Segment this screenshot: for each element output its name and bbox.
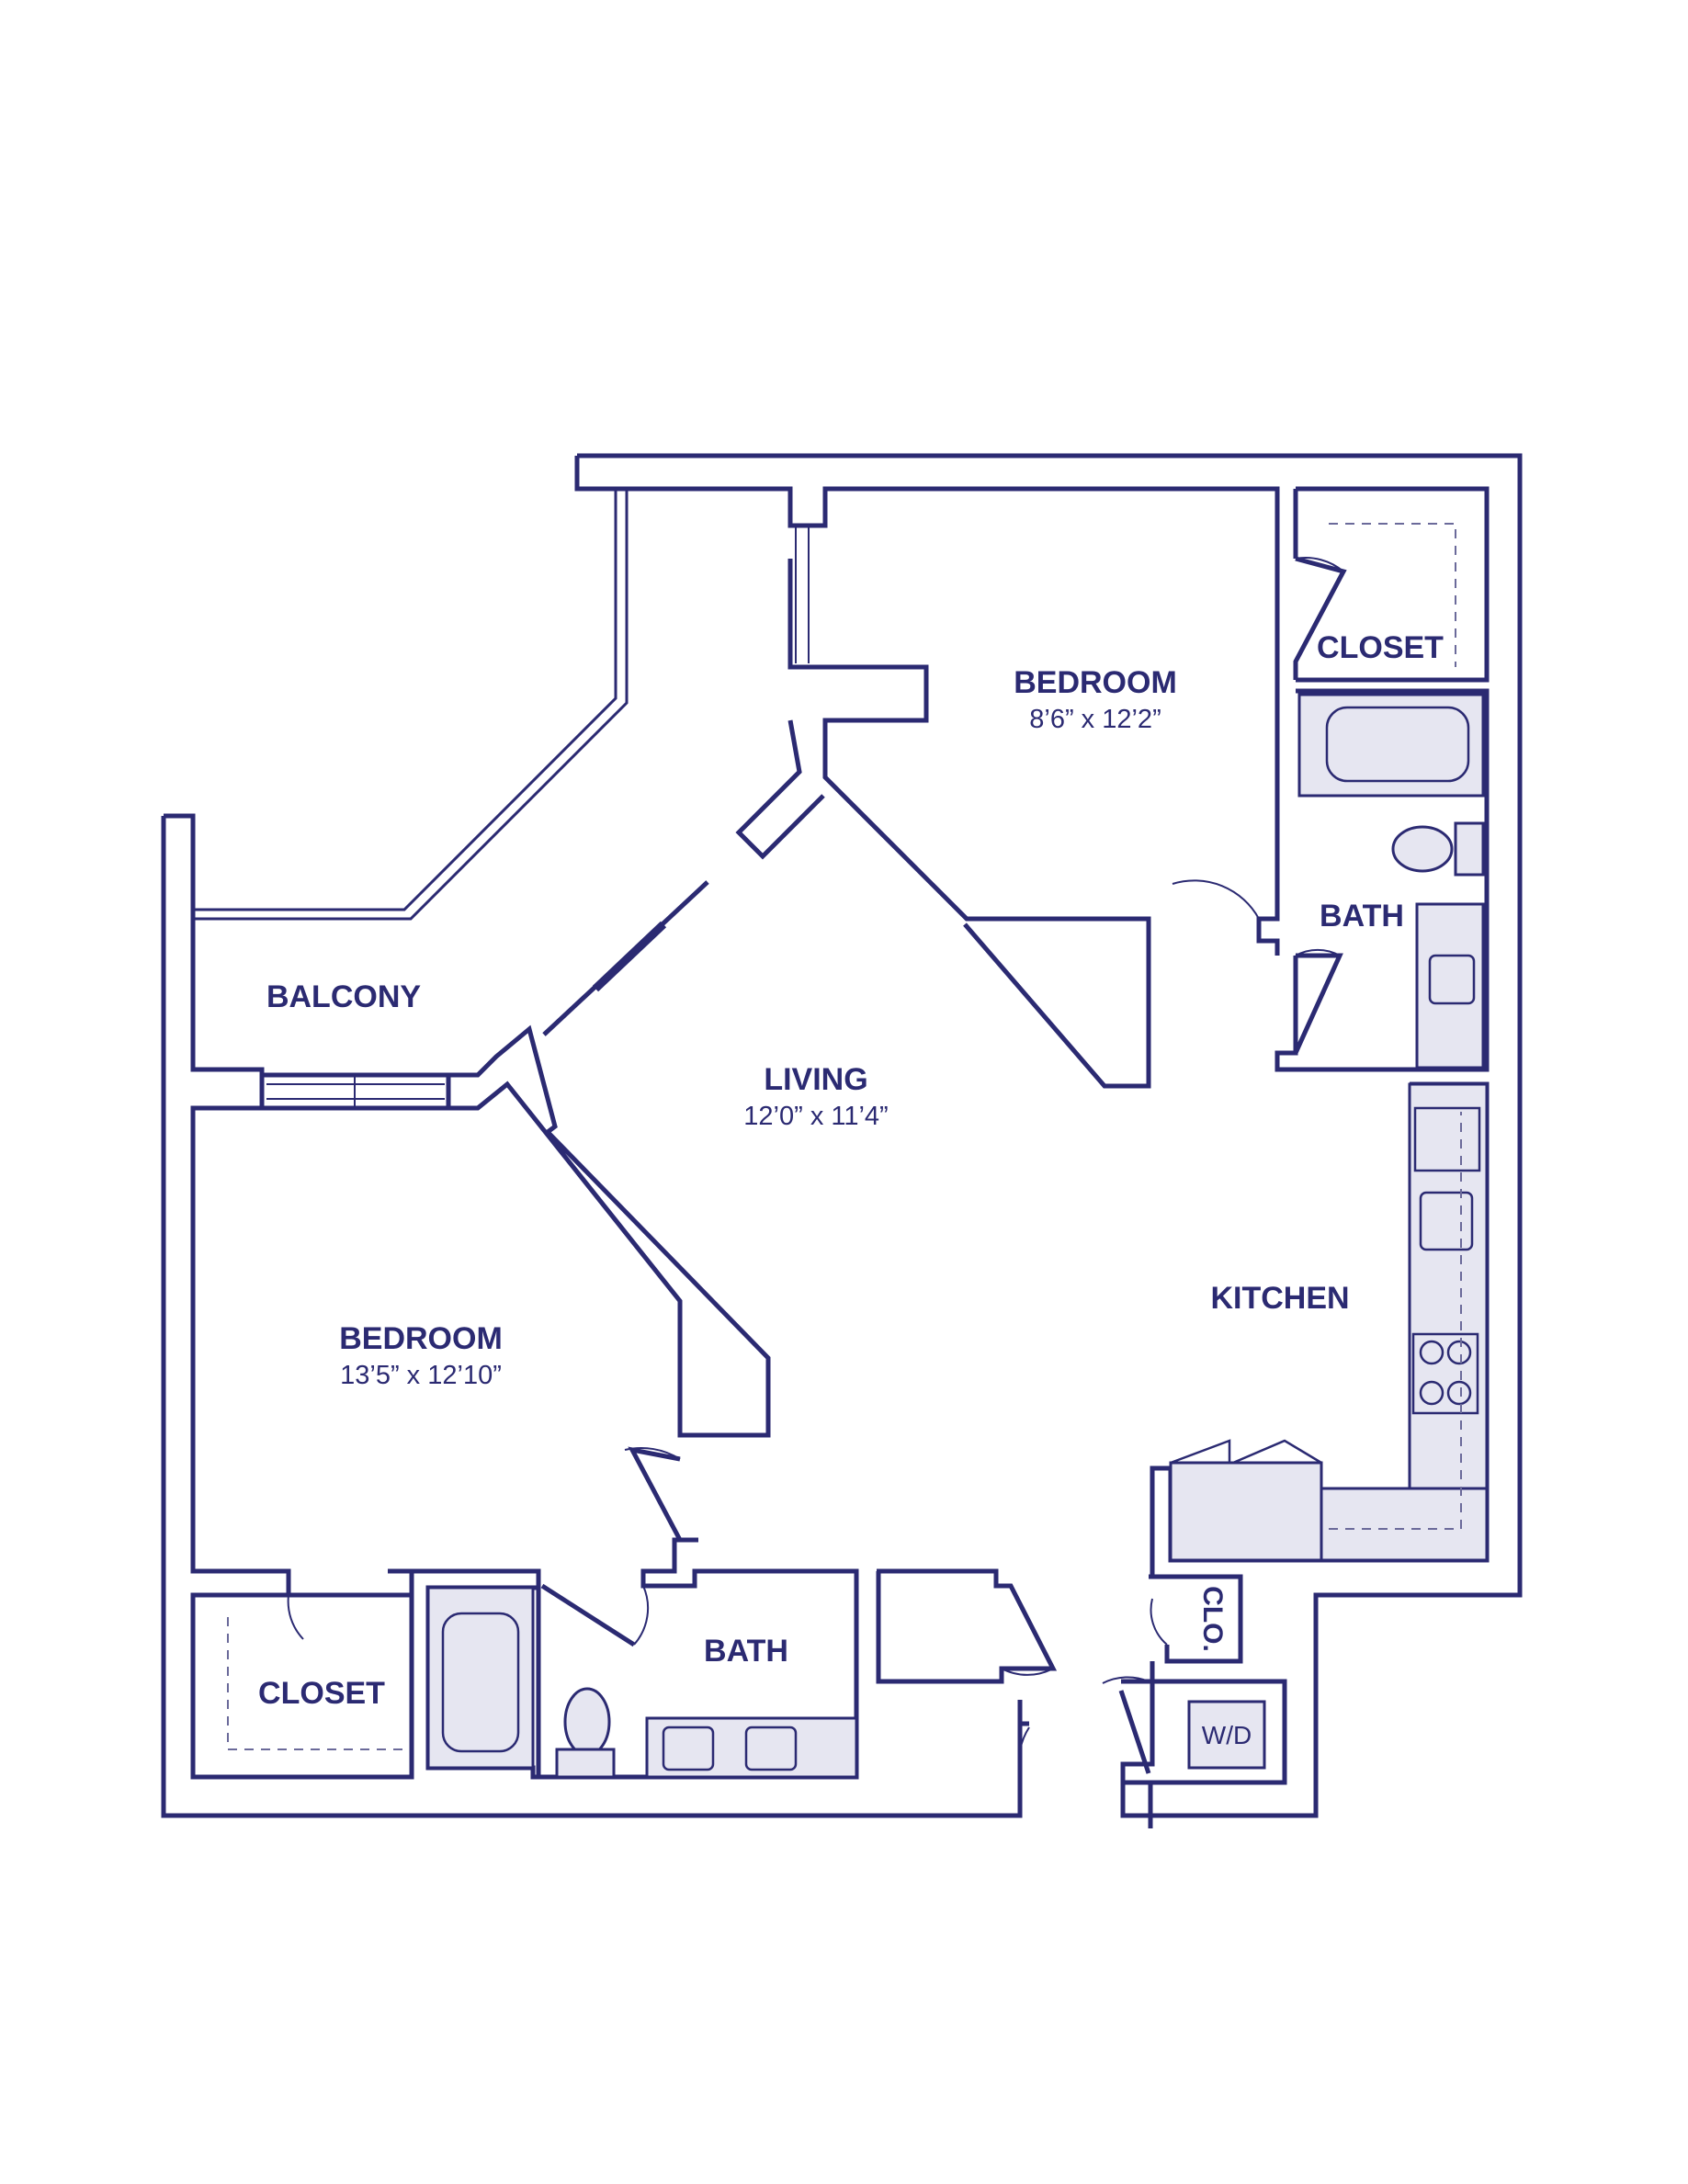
- wall-pier-stub: [735, 719, 825, 860]
- door-swing-wd: [1102, 1676, 1150, 1684]
- balcony-glass: [266, 1075, 445, 1108]
- bedroom-top-dims: 8’6” x 12’2”: [1029, 705, 1161, 734]
- kitchen-counter-vertical: [1408, 1082, 1489, 1562]
- closet-shelves: [227, 523, 1462, 1750]
- sink-top: [1428, 954, 1476, 1005]
- wall-bath-top-lower: [1293, 953, 1343, 1055]
- kitchen-name: KITCHEN: [1210, 1281, 1349, 1316]
- closet-top-shelf: [1329, 523, 1456, 667]
- kitchen-counter-line: [1329, 1112, 1462, 1530]
- burner-2: [1446, 1340, 1472, 1365]
- toilet-bottom: [563, 1687, 611, 1757]
- wall-wd: [1118, 1679, 1287, 1785]
- door-swing-hall-closet: [1001, 1668, 1054, 1676]
- bathtub-top: [1297, 693, 1485, 798]
- bathtub-bottom-inner: [441, 1612, 520, 1753]
- door-swing-bedroom-left: [624, 1447, 681, 1460]
- toilet-top-tank: [1454, 821, 1485, 877]
- toilet-bottom-tank: [555, 1748, 616, 1779]
- balcony-name: BALCONY: [266, 979, 421, 1014]
- wall-balcony-edge: [193, 489, 629, 921]
- bedroom-left-dims: 13’5” x 12’10”: [340, 1361, 502, 1390]
- wall-entry: [1017, 1679, 1155, 1828]
- kitchen-sink: [1419, 1191, 1474, 1251]
- wall-left-exterior: [161, 813, 1023, 1818]
- wall-center-pier: [787, 559, 1151, 1089]
- wall-balcony-bottom: [193, 1067, 451, 1111]
- wall-top-interior: [574, 456, 1280, 559]
- closet-bottom-shelf: [227, 1617, 404, 1750]
- door-swing-entry: [1017, 1726, 1030, 1774]
- sink-bottom-1: [662, 1726, 715, 1771]
- stove: [1411, 1332, 1479, 1415]
- wall-bedroom-top-right: [1256, 559, 1280, 956]
- fridge: [1413, 1106, 1481, 1172]
- fixtures: [426, 693, 1489, 1779]
- wall-bath-bottom-door: [540, 1446, 683, 1647]
- wall-right-interior: [1274, 486, 1490, 1072]
- wall-closet-top: [1293, 556, 1347, 680]
- bathtub-bottom: [426, 1586, 535, 1770]
- vanity-top: [1415, 902, 1485, 1069]
- pantry-doors: [1170, 1439, 1322, 1465]
- door-swing-closet-top: [1295, 557, 1344, 572]
- wall-clo: [1150, 1574, 1243, 1681]
- sink-bottom-2: [744, 1726, 798, 1771]
- bedroom-top-name: BEDROOM: [1014, 665, 1177, 700]
- pantry-cabinet: [1169, 1461, 1323, 1562]
- door-swing-bath-bottom: [633, 1585, 650, 1646]
- bathtub-top-inner: [1325, 706, 1470, 783]
- living-name: LIVING: [764, 1062, 867, 1097]
- closet-bottom-name: CLOSET: [258, 1676, 385, 1711]
- burner-3: [1419, 1380, 1444, 1406]
- wall-top-exterior: [577, 453, 1523, 1818]
- door-swings: [287, 557, 1344, 1774]
- closet-top-name: CLOSET: [1317, 630, 1444, 665]
- living-dims: 12’0” x 11’4”: [743, 1102, 888, 1131]
- toilet-top: [1391, 825, 1454, 873]
- bath-top-name: BATH: [1320, 899, 1404, 934]
- wall-living-diag: [446, 1024, 771, 1438]
- clo-name: CLO.: [1197, 1586, 1228, 1652]
- bath-bottom-name: BATH: [704, 1634, 788, 1669]
- room-labels: BEDROOM 8’6” x 12’2” LIVING 12’0” x 11’4…: [258, 630, 1444, 1749]
- door-swing-bedroom-top: [1172, 879, 1260, 920]
- bedroom-top-window: [795, 526, 810, 663]
- bedroom-left-name: BEDROOM: [339, 1321, 503, 1356]
- washer-dryer: [1187, 1700, 1266, 1770]
- wall-hall-closet: [876, 1568, 1058, 1684]
- burner-1: [1419, 1340, 1444, 1365]
- door-swing-closet-bottom: [287, 1594, 304, 1640]
- wd-name: W/D: [1202, 1721, 1252, 1749]
- sliding-door-panel: [592, 921, 667, 992]
- door-swing-bath-top: [1295, 948, 1341, 956]
- door-swing-clo: [1150, 1598, 1168, 1646]
- burner-4: [1446, 1380, 1472, 1406]
- wall-bedroom-left-lower: [193, 1568, 541, 1777]
